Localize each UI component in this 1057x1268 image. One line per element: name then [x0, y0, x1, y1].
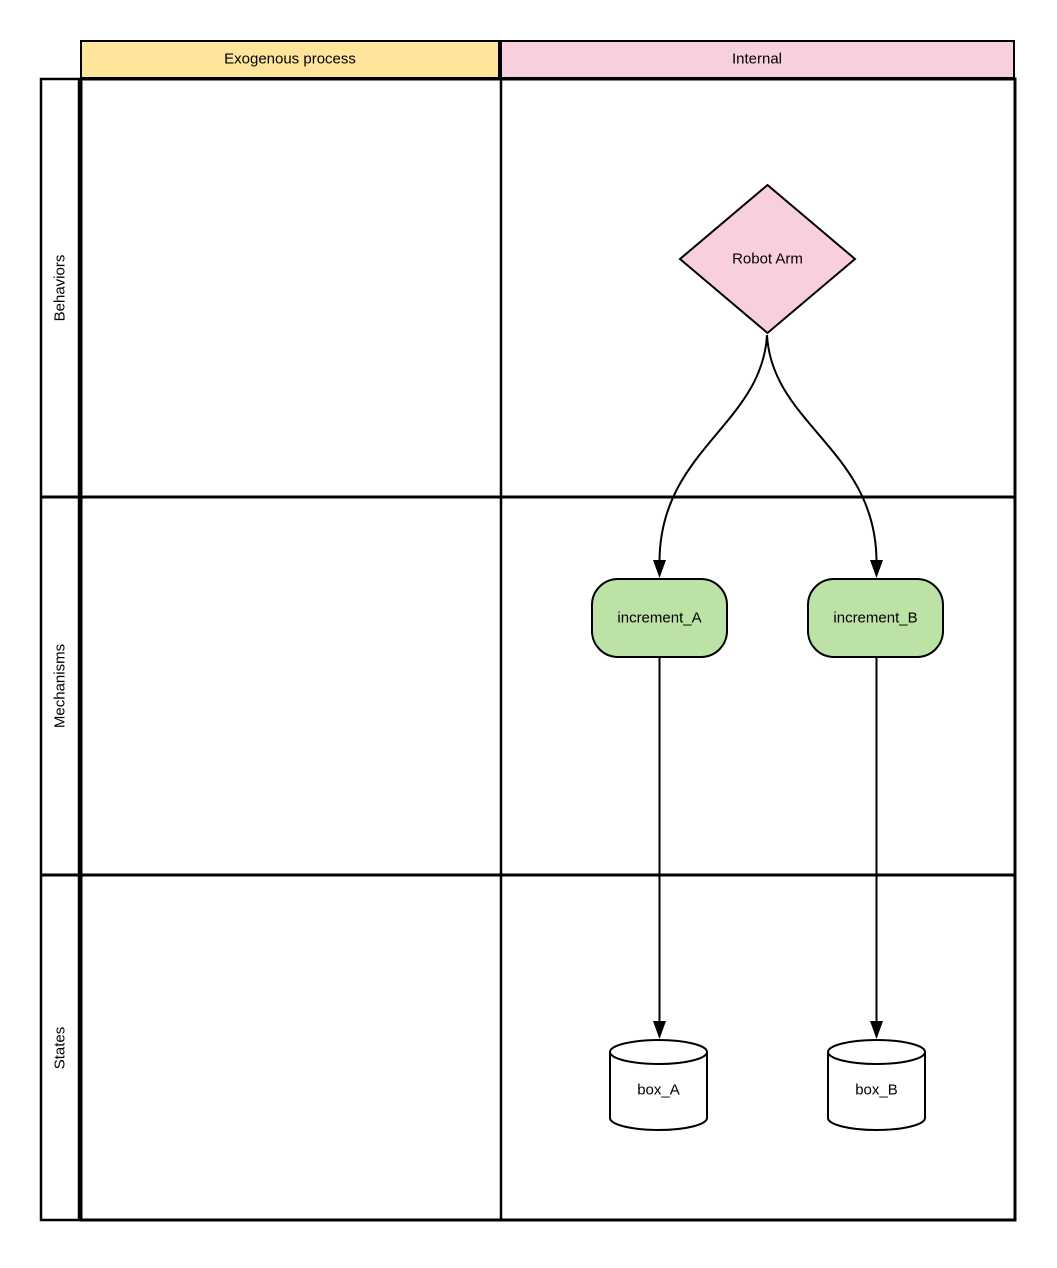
- robot-arm-label: Robot Arm: [732, 251, 803, 268]
- header-cell-exogenous: [80, 40, 500, 79]
- increment-b-label: increment_B: [833, 610, 917, 627]
- row-labels: Behaviors Mechanisms States: [52, 255, 69, 1070]
- box-b-node: box_B: [827, 1039, 926, 1131]
- increment-b-rounded-rect: [807, 578, 944, 658]
- row-label-behaviors: Behaviors: [52, 255, 69, 322]
- increment-a-node: increment_A: [591, 578, 728, 658]
- arrow-robot-arm-to-increment-b: [766, 334, 878, 563]
- row-label-sidebar: [39, 77, 81, 1222]
- increment-b-node: increment_B: [807, 578, 944, 658]
- edges: [653, 334, 883, 1039]
- robot-arm-node: Robot Arm: [678, 183, 857, 335]
- box-b-cylinder-top: [827, 1039, 926, 1065]
- box-b-cylinder-body: [827, 1052, 926, 1131]
- row-label-mechanisms: Mechanisms: [52, 644, 69, 728]
- arrowhead-increment-a: [653, 560, 666, 578]
- box-a-cylinder-top: [609, 1039, 708, 1065]
- column-headers: Exogenous process Internal: [80, 40, 1015, 79]
- box-a-cylinder-body: [609, 1052, 708, 1131]
- box-a-label: box_A: [637, 1082, 680, 1099]
- box-a-node: box_A: [609, 1039, 708, 1131]
- increment-a-label: increment_A: [617, 610, 701, 627]
- increment-a-rounded-rect: [591, 578, 728, 658]
- table-body-border: [79, 77, 1017, 1222]
- table-grid: [39, 77, 1017, 1222]
- header-label-exogenous: Exogenous process: [224, 51, 356, 68]
- robot-arm-diamond: [678, 183, 857, 335]
- arrowhead-box-a: [653, 1021, 666, 1039]
- header-label-internal: Internal: [732, 51, 782, 68]
- arrowhead-increment-b: [870, 560, 883, 578]
- row-label-states: States: [52, 1027, 69, 1070]
- arrowhead-box-b: [870, 1021, 883, 1039]
- box-b-label: box_B: [855, 1082, 898, 1099]
- header-cell-internal: [500, 40, 1015, 79]
- arrow-robot-arm-to-increment-a: [658, 334, 768, 563]
